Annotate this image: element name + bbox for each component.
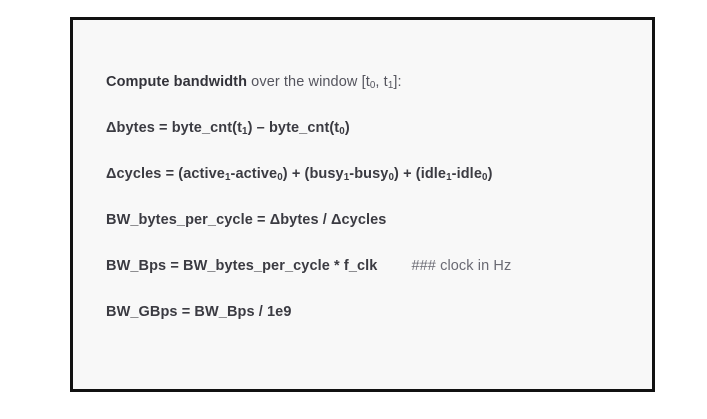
formula-line-delta-cycles: Δcycles = (active1-active0) + (busy1-bus… [106, 166, 638, 184]
window-phrase: over the window [t [247, 74, 370, 90]
subscript-idle0: 0 [481, 172, 488, 184]
delta-cycles-text-a: Δcycles = (active [106, 166, 225, 182]
subscript-active0: 0 [277, 172, 283, 184]
formula-line-bw-bps: BW_Bps = BW_bytes_per_cycle * f_clk ### c… [106, 259, 638, 274]
delta-bytes-text-b: ) – byte_cnt(t [247, 120, 340, 136]
subscript-busy0: 0 [388, 172, 395, 184]
window-start-subscript-wrap: 0 [369, 74, 376, 92]
window-end-subscript-wrap: 1 [387, 74, 394, 92]
delta-cycles-text-b: -active [230, 166, 278, 182]
bw-bps-text: BW_Bps = BW_bytes_per_cycle * f_clk [106, 258, 378, 274]
formula-card: Compute bandwidth over the window [t0, t… [70, 17, 655, 392]
subscript-idle1: 1 [446, 172, 452, 184]
bw-bps-comment: ### clock in Hz [411, 258, 512, 274]
window-close-bracket: ]: [393, 74, 402, 90]
delta-cycles-text-g: ) [487, 166, 493, 182]
formula-line-delta-bytes: Δbytes = byte_cnt(t1) – byte_cnt(t0) [106, 120, 638, 138]
subscript-active1: 1 [224, 172, 231, 184]
formula-line-bw-bytes-per-cycle: BW_bytes_per_cycle = Δbytes / Δcycles [106, 213, 638, 228]
delta-cycles-text-f: -idle [451, 166, 482, 182]
bw-gbps-text: BW_GBps = BW_Bps / 1e9 [106, 304, 292, 320]
bw-bytes-per-cycle-text: BW_bytes_per_cycle = Δbytes / Δcycles [106, 212, 387, 228]
window-separator: , t [375, 74, 388, 90]
formula-list: Compute bandwidth over the window [t0, t… [106, 75, 638, 320]
subscript-busy1: 1 [343, 172, 350, 184]
delta-cycles-text-d: -busy [349, 166, 389, 182]
formula-line-bw-gbps: BW_GBps = BW_Bps / 1e9 [106, 305, 638, 320]
delta-bytes-text-c: ) [344, 120, 350, 136]
delta-bytes-text-a: Δbytes = byte_cnt(t [106, 120, 243, 136]
delta-cycles-text-c: ) + (busy [282, 166, 344, 182]
subscript-t0: 0 [369, 80, 376, 92]
subscript-t1: 1 [387, 80, 394, 92]
delta-cycles-text-e: ) + (idle [394, 166, 447, 182]
subscript-t1: 1 [242, 126, 248, 138]
formula-line-compute-bandwidth: Compute bandwidth over the window [t0, t… [106, 74, 638, 92]
subscript-t0: 0 [339, 126, 345, 138]
compute-bandwidth-label: Compute bandwidth [106, 74, 248, 90]
